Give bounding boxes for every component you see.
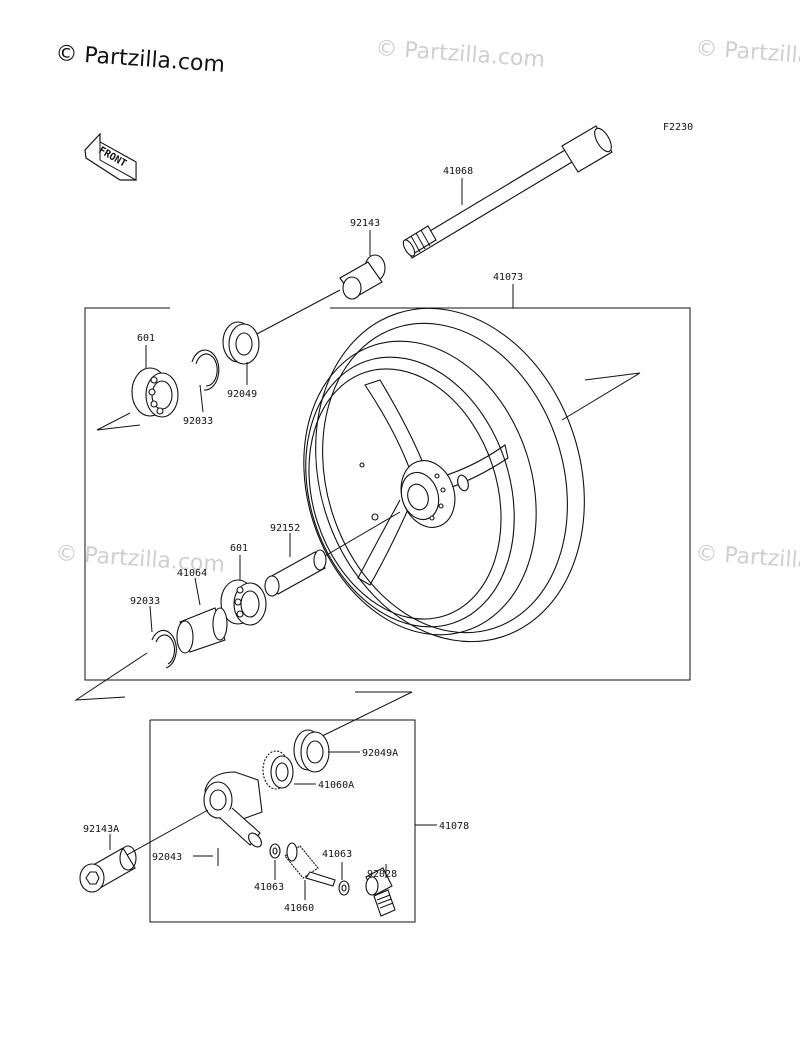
label-92033-mid: 92033 xyxy=(130,596,160,607)
label-92043: 92043 xyxy=(152,852,182,863)
collar-92143A xyxy=(79,845,137,893)
label-601-mid: 601 xyxy=(230,543,248,554)
label-92033-top: 92033 xyxy=(183,416,213,427)
circlip-92033-mid xyxy=(151,629,177,669)
pinion-41060 xyxy=(284,842,336,887)
spacer-92152 xyxy=(264,549,327,597)
seal-92049 xyxy=(222,321,260,365)
bearing-601-top xyxy=(131,367,179,418)
front-arrow-icon: FRONT xyxy=(84,132,137,181)
label-41060A: 41060A xyxy=(318,780,354,791)
label-92028: 92028 xyxy=(367,869,397,880)
collar-92143 xyxy=(339,254,386,300)
seal-92049A xyxy=(293,729,330,773)
washer-41063-a xyxy=(269,843,281,859)
label-92049: 92049 xyxy=(227,389,257,400)
axle-41068 xyxy=(402,125,613,259)
box-41073 xyxy=(84,307,691,681)
watermark-main: © Partzilla.com xyxy=(55,41,226,78)
gear-41060A xyxy=(262,750,294,790)
label-92143: 92143 xyxy=(350,218,380,229)
label-92152: 92152 xyxy=(270,523,300,534)
label-41073: 41073 xyxy=(493,272,523,283)
label-41060: 41060 xyxy=(284,903,314,914)
sleeve-41064 xyxy=(176,607,228,654)
label-92143A: 92143A xyxy=(83,824,119,835)
bearing-601-mid xyxy=(220,579,267,626)
label-41078: 41078 xyxy=(439,821,469,832)
box-41078 xyxy=(149,719,416,923)
figure-code: F2230 xyxy=(663,122,693,133)
label-601-top: 601 xyxy=(137,333,155,344)
label-41064: 41064 xyxy=(177,568,207,579)
watermark-faint-top-right: © Partzilla.com xyxy=(695,36,800,73)
gearbox-housing xyxy=(203,771,263,848)
circlip-92033-top xyxy=(191,349,220,391)
label-41063-a: 41063 xyxy=(254,882,284,893)
label-92049A: 92049A xyxy=(362,748,398,759)
watermark-faint-mid-right: © Partzilla.com xyxy=(695,541,800,578)
wheel-41073 xyxy=(303,307,585,643)
watermark-faint-top-center: © Partzilla.com xyxy=(375,36,546,73)
bushing-92028 xyxy=(365,867,396,917)
washer-41063-b xyxy=(338,880,350,896)
label-41063-b: 41063 xyxy=(322,849,352,860)
label-41068: 41068 xyxy=(443,166,473,177)
